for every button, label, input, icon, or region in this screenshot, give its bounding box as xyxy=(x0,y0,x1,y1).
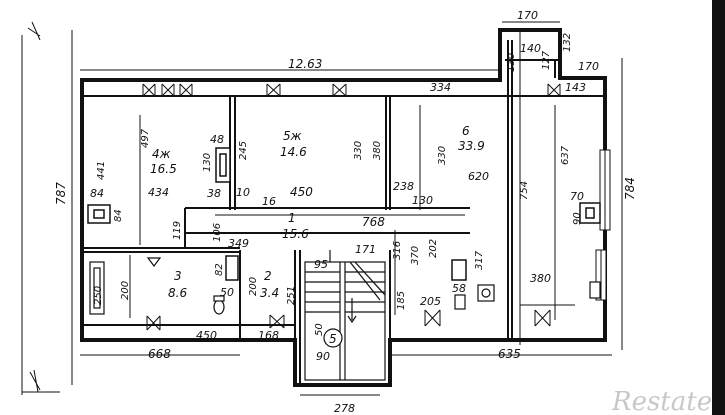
dim-90b: 90 xyxy=(316,350,330,363)
dim-668: 668 xyxy=(148,347,171,361)
dim-768: 768 xyxy=(362,215,385,229)
dim-330b: 330 xyxy=(437,146,448,165)
dim-143: 143 xyxy=(565,81,586,94)
dim-330a: 330 xyxy=(353,141,364,160)
ventilation-ducts xyxy=(87,147,601,281)
watermark: Restate xyxy=(611,387,712,415)
dim-140: 140 xyxy=(520,42,541,55)
dim-90a: 90 xyxy=(572,212,583,225)
room-3-area: 8.6 xyxy=(168,286,187,300)
room-5-area: 14.6 xyxy=(280,145,307,159)
dim-84a: 84 xyxy=(90,187,104,200)
dim-84b: 84 xyxy=(113,209,124,222)
dim-754: 754 xyxy=(519,181,530,200)
dim-380b: 380 xyxy=(530,272,551,285)
dim-635: 635 xyxy=(498,347,521,361)
dim-130c: 130 xyxy=(412,194,433,207)
dim-317: 317 xyxy=(474,250,485,270)
dim-38: 38 xyxy=(207,187,221,200)
dim-right-height: 784 xyxy=(623,177,637,200)
dim-450a: 450 xyxy=(290,185,313,199)
dim-334: 334 xyxy=(430,81,451,94)
dim-200a: 200 xyxy=(120,281,131,300)
dim-238: 238 xyxy=(393,180,414,193)
dim-50b: 50 xyxy=(314,323,325,336)
dim-130b: 130 xyxy=(202,153,213,172)
door-marks xyxy=(142,83,561,331)
dim-497: 497 xyxy=(140,128,151,148)
room-3-number: 3 xyxy=(174,269,182,283)
dim-251: 251 xyxy=(286,286,297,305)
dim-349: 349 xyxy=(228,237,249,250)
dim-245: 245 xyxy=(238,141,249,160)
dimension-lines xyxy=(71,21,623,396)
room-1-number: 1 xyxy=(288,211,296,225)
dim-168: 168 xyxy=(258,329,279,342)
staircase xyxy=(304,250,386,381)
dimension-labels: 12.63 170 140 132 130 127 170 143 334 78… xyxy=(54,9,637,415)
right-border-strip xyxy=(712,0,725,415)
room-6-number: 6 xyxy=(462,124,470,138)
dim-left-height: 787 xyxy=(54,182,68,205)
dim-106: 106 xyxy=(212,223,223,242)
dim-127: 127 xyxy=(541,50,552,70)
dim-441: 441 xyxy=(96,161,107,180)
dim-170b: 170 xyxy=(578,60,599,73)
room-2-number: 2 xyxy=(264,269,272,283)
dim-70: 70 xyxy=(570,190,584,203)
dim-82: 82 xyxy=(214,263,225,276)
dim-316: 316 xyxy=(392,241,403,260)
dim-620: 620 xyxy=(468,170,489,183)
dim-380a: 380 xyxy=(372,141,383,160)
dim-171: 171 xyxy=(355,243,376,256)
dim-130: 130 xyxy=(506,53,517,72)
dim-top-width: 12.63 xyxy=(288,57,322,71)
dim-119: 119 xyxy=(172,221,183,240)
dim-bump-width: 170 xyxy=(517,9,538,22)
dim-132: 132 xyxy=(562,33,573,52)
room-6-area: 33.9 xyxy=(458,139,485,153)
windows xyxy=(595,149,611,301)
dim-200b: 200 xyxy=(248,277,259,296)
dim-185: 185 xyxy=(396,291,407,310)
corner-marks xyxy=(21,21,60,395)
inner-walls xyxy=(82,40,605,385)
room-1-area: 15.6 xyxy=(282,227,309,241)
dim-637: 637 xyxy=(560,145,571,165)
dim-205: 205 xyxy=(420,295,441,308)
dim-434: 434 xyxy=(148,186,169,199)
dim-95: 95 xyxy=(314,258,328,271)
room-2-area: 3.4 xyxy=(260,286,279,300)
dim-58: 58 xyxy=(452,282,466,295)
dim-48: 48 xyxy=(210,133,224,146)
room-4-area: 16.5 xyxy=(150,162,177,176)
dim-278: 278 xyxy=(334,402,355,415)
dim-10: 10 xyxy=(236,186,250,199)
fixtures xyxy=(89,257,601,315)
dim-16: 16 xyxy=(262,195,276,208)
dim-250: 250 xyxy=(93,286,104,305)
dim-450b: 450 xyxy=(196,329,217,342)
dim-370: 370 xyxy=(410,246,421,265)
room-5-number: 5ж xyxy=(283,129,302,143)
dim-50: 50 xyxy=(220,286,234,299)
dim-202: 202 xyxy=(428,239,439,258)
room-4-number: 4ж xyxy=(152,147,171,161)
room-labels: 4ж 16.5 5ж 14.6 6 33.9 1 15.6 3 8.6 2 3.… xyxy=(150,124,485,346)
stair-number: 5 xyxy=(329,332,337,346)
stair-marker xyxy=(323,328,343,348)
